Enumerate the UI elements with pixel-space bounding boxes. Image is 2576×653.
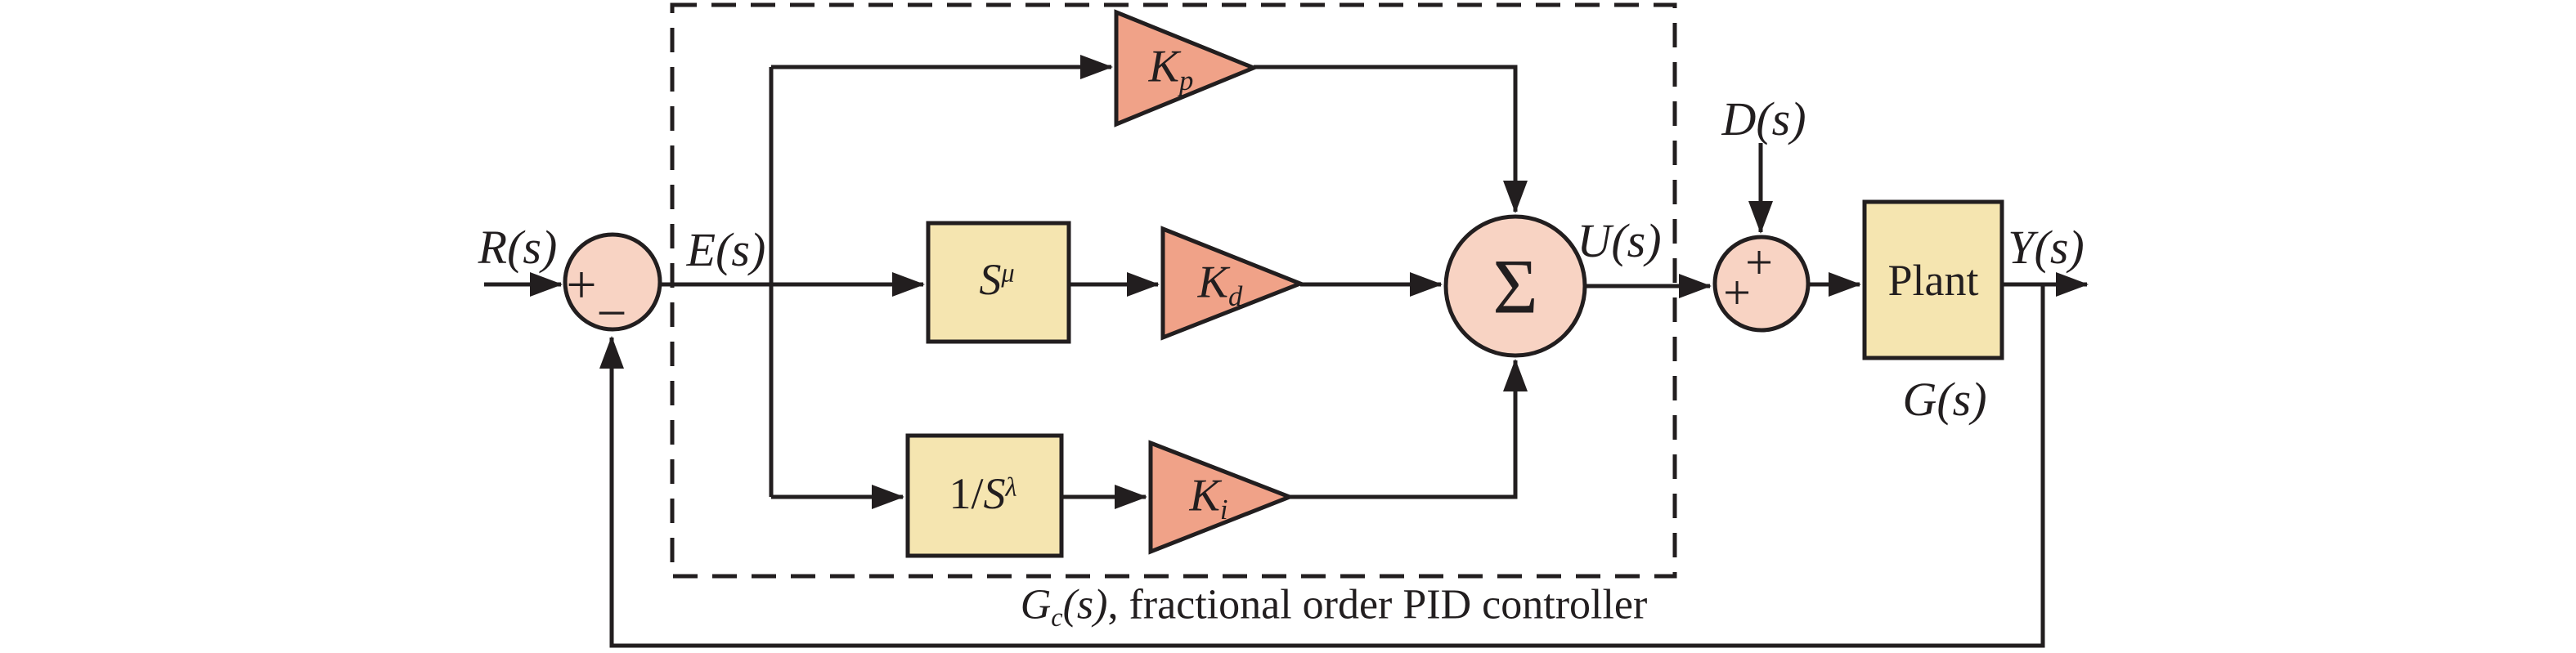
disturbance-signal-label: D(s): [1721, 92, 1806, 145]
derivative-operator-box: [926, 221, 1071, 344]
wire-kp-to-sigma: [1254, 65, 1528, 213]
sum2-plus-left-sign: +: [1723, 266, 1751, 320]
integ-sup: λ: [1005, 472, 1017, 503]
kd-main: K: [1197, 257, 1228, 308]
ki-gain-triangle: [1148, 440, 1295, 555]
kd-sub: d: [1228, 280, 1243, 312]
derivative-operator-label: Sμ: [979, 257, 1014, 302]
ki-sub: i: [1219, 493, 1228, 526]
sum-junction-error: [563, 232, 662, 332]
sigma-symbol: Σ: [1492, 243, 1538, 330]
plant-tf-label: G(s): [1902, 373, 1987, 426]
plant-box: [1862, 199, 2004, 360]
controller-caption: Gc(s), fractional order PID controller: [1021, 584, 1648, 631]
sum1-plus-sign: +: [566, 255, 597, 315]
kp-gain-label: Kp: [1149, 43, 1194, 95]
caption-gc-main: G: [1020, 581, 1052, 628]
sigma-summing-circle: [1443, 214, 1587, 358]
integ-pre: 1/: [949, 469, 984, 518]
caption-text: , fractional order PID controller: [1107, 581, 1648, 628]
kp-main: K: [1148, 41, 1179, 92]
wire-feedback-loop: [599, 284, 2045, 648]
wire-ki-to-sigma: [1290, 359, 1528, 499]
control-signal-label: U(s): [1577, 214, 1662, 267]
kd-gain-label: Kd: [1198, 259, 1243, 311]
integral-operator-box: [905, 433, 1064, 558]
smu-sup: μ: [1001, 258, 1015, 288]
kp-sub: p: [1179, 64, 1194, 96]
integ-main: S: [983, 469, 1006, 518]
smu-main: S: [979, 255, 1002, 304]
reference-signal-label: R(s): [478, 221, 558, 274]
sum-junction-disturbance: [1712, 235, 1811, 333]
ki-gain-label: Ki: [1189, 472, 1227, 524]
plant-label: Plant: [1887, 256, 1979, 305]
kp-gain-triangle: [1114, 9, 1259, 127]
ki-main: K: [1189, 470, 1220, 521]
output-signal-label: Y(s): [2008, 221, 2085, 274]
sum1-minus-sign: −: [596, 284, 627, 343]
caption-gc-args: (s): [1062, 581, 1108, 628]
sum2-plus-top-sign: +: [1745, 235, 1773, 289]
kd-gain-triangle: [1160, 226, 1306, 341]
caption-gc-sub: c: [1051, 602, 1063, 633]
integral-operator-label: 1/Sλ: [949, 472, 1016, 516]
error-signal-label: E(s): [686, 223, 766, 276]
